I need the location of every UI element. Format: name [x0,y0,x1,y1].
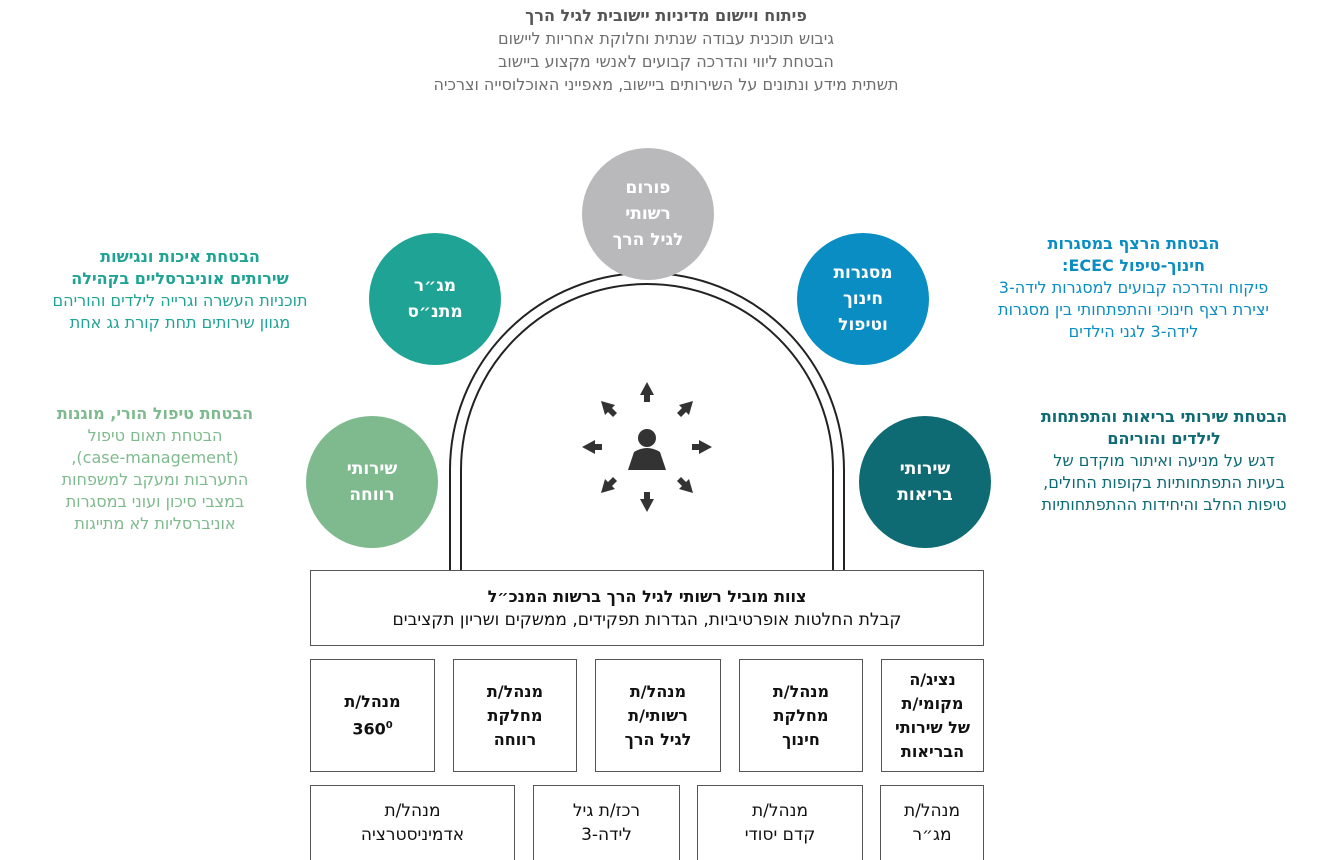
side-community-line: תוכניות העשרה וגרייה לילדים והוריהם [52,291,308,310]
side-parental-line: (case-management), [71,448,239,467]
role-box-birth-3-coordinator: רכז/ת גיל לידה-3 [533,785,680,860]
role-box-preschool-manager: מנהל/ת קדם יסודי [697,785,863,860]
side-continuity-line: לידה-3 לגני הילדים [1068,322,1199,341]
role-line: רווחה [493,729,537,749]
circle-health-line: שירותי [899,459,951,479]
role-box-360: מנהל/ת 3600 [310,659,435,772]
role-line: 3600 [352,714,392,741]
role-line: מחלקת [773,705,829,725]
role-line: לידה-3 [581,825,632,845]
side-health-title: לילדים והוריהם [1107,429,1221,448]
side-parental-line: התערבות ומעקב למשפחות [61,470,249,489]
role-line: מג״ר [912,825,952,845]
circle-matnas-line: מג״ר [413,276,457,296]
role-line: רשותי/ת [628,705,688,725]
side-continuity-line: פיקוח והדרכה קבועים למסגרות לידה-3 [998,278,1269,297]
role-box-education: מנהל/ת מחלקת חינוך [739,659,863,772]
side-community-title: הבטחת איכות ונגישות [100,247,260,266]
role-line: נציג/ה [909,669,956,689]
leadership-title: צוות מוביל רשותי לגיל הרך ברשות המנכ״ל [487,586,807,606]
role-line: קדם יסודי [744,825,816,845]
role-line: מנהל/ת [903,801,961,821]
role-box-welfare: מנהל/ת מחלקת רווחה [453,659,577,772]
circle-welfare-line: שירותי [346,459,398,479]
side-health-line: דגש על מניעה ואיתור מוקדם של [1053,451,1275,470]
circle-forum-line: רשותי [625,204,671,224]
circle-frameworks-line: וטיפול [838,315,888,335]
leadership-box: צוות מוביל רשותי לגיל הרך ברשות המנכ״ל ק… [310,570,984,646]
side-community-line: מגוון שירותים תחת קורת גג אחת [69,313,291,332]
role-box-health-rep: נציג/ה מקומי/ת של שירותי הבריאות [881,659,984,772]
role-line: הבריאות [900,741,965,761]
role-line: מנהל/ת [384,801,441,821]
role-line: מנהל/ת [629,681,687,701]
role-line: מנהל/ת [486,681,544,701]
circle-forum-line: לגיל הרך [612,230,684,250]
role-360-superscript: 0 [385,719,393,731]
side-parental-line: הבטחת תאום טיפול [87,426,223,445]
side-community-title: שירותים אוניברסליים בקהילה [71,269,289,288]
side-health: הבטחת שירותי בריאות והתפתחות לילדים והור… [996,406,1332,516]
top-policy-block: פיתוח ויישום מדיניות יישובית לגיל הרך גי… [266,4,1066,96]
circle-forum-line: פורום [625,178,671,198]
role-box-early-childhood: מנהל/ת רשותי/ת לגיל הרך [595,659,721,772]
circle-health: שירותי בריאות [859,416,991,548]
side-health-line: בעיות התפתחותיות בקופות החולים, [1043,473,1285,492]
circle-matnas: מג״ר מתנ״ס [369,233,501,365]
side-health-line: טיפות החלב והיחידות ההתפתחותיות [1041,495,1287,514]
side-continuity-line: יצירת רצף חינוכי והתפתחותי בין מסגרות [998,300,1269,319]
role-line: מנהל/ת [344,691,401,711]
radiating-arrows-icon [582,382,712,512]
side-parental-title: הבטחת טיפול הורי, מוגנות [56,404,254,423]
role-line: מנהל/ת [772,681,830,701]
role-line: רכז/ת גיל [572,801,641,821]
role-line: מנהל/ת [751,801,809,821]
role-line: מקומי/ת [901,693,964,713]
top-line: הבטחת ליווי והדרכה קבועים לאנשי מקצוע בי… [498,52,834,71]
top-line: גיבוש תוכנית עבודה שנתית וחלוקת אחריות ל… [498,29,834,48]
circle-frameworks-line: מסגרות [833,263,893,283]
arch-outer [449,272,845,570]
side-continuity-title: חינוך-טיפול ECEC: [1062,256,1205,275]
role-line: של שירותי [895,717,970,737]
side-parental-line: במצבי סיכון ועוני במסגרות [65,492,245,511]
circle-matnas-line: מתנ״ס [407,302,463,322]
role-box-administration: מנהל/ת אדמיניסטרציה [310,785,515,860]
person-icon [628,429,666,470]
circle-frameworks-line: חינוך [842,289,884,309]
side-parental-line: אוניברסליות לא מתייגות [74,514,236,533]
role-360-number: 360 [352,719,386,739]
circle-welfare-line: רווחה [349,485,395,505]
side-parental: הבטחת טיפול הורי, מוגנות הבטחת תאום טיפו… [0,403,310,535]
top-title: פיתוח ויישום מדיניות יישובית לגיל הרך [525,6,807,25]
side-continuity: הבטחת הרצף במסגרות חינוך-טיפול ECEC: פיק… [935,233,1332,343]
role-line: אדמיניסטרציה [360,825,465,845]
role-line: מחלקת [487,705,543,725]
role-box-matnas-manager: מנהל/ת מג״ר [880,785,984,860]
side-health-title: הבטחת שירותי בריאות והתפתחות [1040,407,1288,426]
role-line: לגיל הרך [624,729,692,749]
top-line: תשתית מידע ונתונים על השירותים ביישוב, מ… [433,75,899,94]
circle-welfare: שירותי רווחה [306,416,438,548]
side-community: הבטחת איכות ונגישות שירותים אוניברסליים … [0,246,360,334]
circle-frameworks: מסגרות חינוך וטיפול [797,233,929,365]
leadership-subtitle: קבלת החלטות אופרטיביות, הגדרות תפקידים, … [392,609,902,630]
side-continuity-title: הבטחת הרצף במסגרות [1047,234,1220,253]
circle-forum: פורום רשותי לגיל הרך [582,148,714,280]
arch-inner [460,283,834,570]
circle-health-line: בריאות [897,485,953,505]
role-line: חינוך [782,729,820,749]
